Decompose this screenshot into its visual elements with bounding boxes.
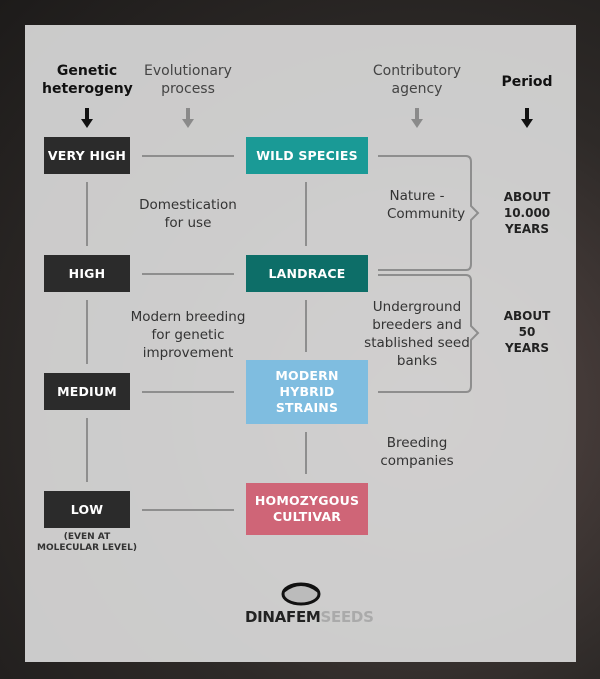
connector-line xyxy=(142,391,234,393)
header-contributory-agency: Contributory agency xyxy=(372,63,462,97)
agency-nature-community: Nature - Community xyxy=(387,188,466,222)
level-low: LOW xyxy=(44,491,130,528)
stage-landrace: LANDRACE xyxy=(246,255,368,292)
arrow-down-icon xyxy=(81,108,93,128)
connector-line xyxy=(142,509,234,511)
connector-line xyxy=(305,300,307,352)
connector-line xyxy=(142,155,234,157)
period-brackets xyxy=(378,155,480,393)
connector-line xyxy=(142,273,234,275)
header-genetic-heterogeny: Genetic heterogeny xyxy=(42,63,133,97)
diagram-panel xyxy=(25,25,576,662)
level-medium: MEDIUM xyxy=(44,373,130,410)
connector-line xyxy=(305,432,307,474)
stage-wild-species: WILD SPECIES xyxy=(246,137,368,174)
stage-modern-hybrid-strains: MODERN HYBRID STRAINS xyxy=(246,360,368,424)
connector-line xyxy=(86,418,88,482)
process-modern-breeding: Modern breeding for genetic improvement xyxy=(130,309,246,361)
arrow-down-icon xyxy=(411,108,423,128)
level-high: HIGH xyxy=(44,255,130,292)
seed-logo-icon xyxy=(281,582,321,606)
header-period: Period xyxy=(501,74,553,90)
level-very-high: VERY HIGH xyxy=(44,137,130,174)
connector-line xyxy=(305,182,307,246)
period-50-years: ABOUT 50 YEARS xyxy=(503,309,551,355)
connector-line xyxy=(86,300,88,364)
arrow-down-icon xyxy=(521,108,533,128)
header-evolutionary-process: Evolutionary process xyxy=(144,63,232,97)
low-note: (EVEN AT MOLECULAR LEVEL) xyxy=(37,532,138,553)
agency-underground-breeders: Underground breeders and stablished seed… xyxy=(364,299,470,369)
process-domestication: Domestication for use xyxy=(139,197,237,231)
period-10000-years: ABOUT 10.000 YEARS xyxy=(503,190,551,236)
logo-text: DINAFEMSEEDS xyxy=(245,608,374,626)
connector-line xyxy=(86,182,88,246)
agency-breeding-companies: Breeding companies xyxy=(380,435,454,469)
dinafem-logo: DINAFEMSEEDS xyxy=(245,580,374,630)
arrow-down-icon xyxy=(182,108,194,128)
stage-homozygous-cultivar: HOMOZYGOUS CULTIVAR xyxy=(246,483,368,535)
